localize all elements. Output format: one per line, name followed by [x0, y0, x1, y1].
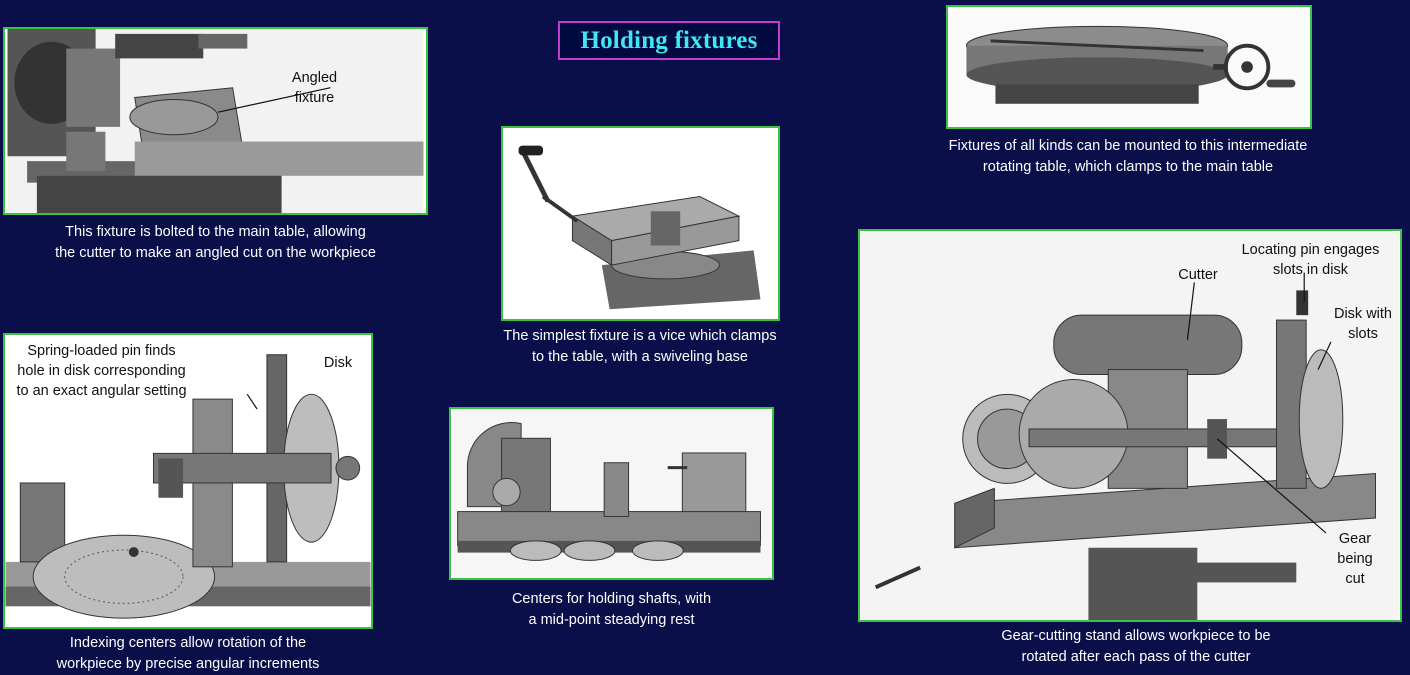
angled-fixture-label: Angled fixture: [291, 70, 338, 106]
shaft-centers-illustration: [452, 409, 771, 578]
disk-label: Disk: [323, 355, 353, 371]
angled-fixture-caption: This fixture is bolted to the main table…: [55, 224, 376, 261]
vice-illustration: [503, 128, 778, 319]
spring-pin-label: Spring-loaded pin finds hole in disk cor…: [16, 343, 187, 399]
vice-caption: The simplest fixture is a vice which cla…: [503, 328, 777, 365]
locating-pin-label: Locating pin engages slots in disk: [1241, 242, 1380, 278]
indexing-centers-illustration: [5, 335, 371, 627]
gear-cutting-illustration: [860, 231, 1400, 620]
indexing-centers-caption: Indexing centers allow rotation of the w…: [56, 635, 320, 672]
rotary-table-illustration: [951, 7, 1307, 127]
shaft-centers-panel: [449, 407, 774, 580]
rotary-table-caption: Fixtures of all kinds can be mounted to …: [948, 138, 1308, 175]
angled-fixture-illustration: [7, 29, 424, 213]
gear-cutting-caption: Gear-cutting stand allows workpiece to b…: [1001, 628, 1271, 665]
angled-fixture-panel: Angled fixture: [3, 27, 428, 215]
shaft-centers-caption: Centers for holding shafts, with a mid-p…: [511, 591, 712, 628]
disk-with-slots-label: Disk with slots: [1333, 306, 1392, 342]
rotary-table-panel: [946, 5, 1312, 129]
title-box: Holding fixtures: [558, 21, 780, 60]
gear-cutting-panel: Cutter Locating pin engages slots in dis…: [858, 229, 1402, 622]
cutter-label: Cutter: [1178, 267, 1218, 283]
indexing-centers-panel: Spring-loaded pin finds hole in disk cor…: [3, 333, 373, 629]
gear-being-cut-label: Gear being cut: [1337, 531, 1373, 587]
vice-panel: [501, 126, 780, 321]
page-title: Holding fixtures: [580, 26, 758, 54]
